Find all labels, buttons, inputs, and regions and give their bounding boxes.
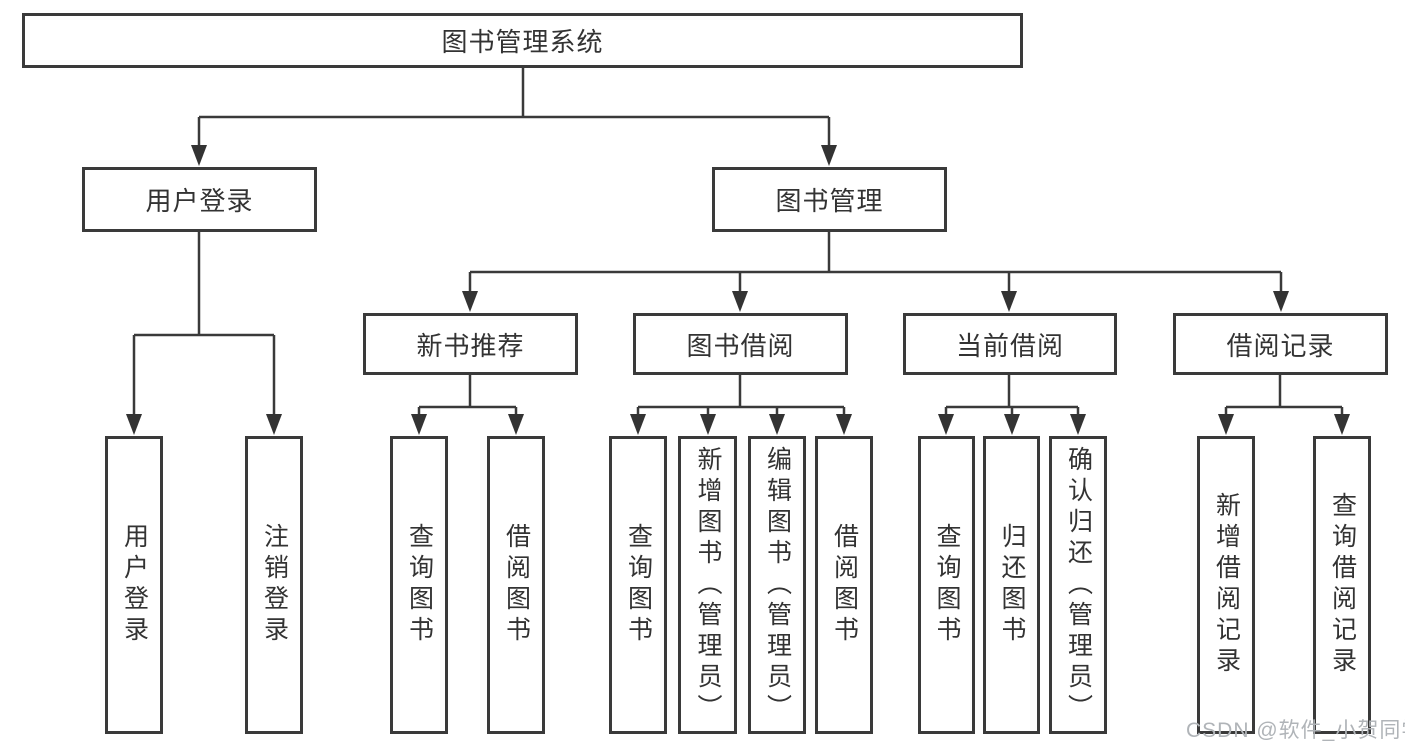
leaf-borrow-books-recommend-label: 借阅图书 [502, 523, 531, 647]
leaf-return-books-label: 归还图书 [998, 523, 1026, 647]
leaf-logout-label: 注销登录 [260, 523, 289, 647]
node-book-borrow-label: 图书借阅 [686, 330, 795, 361]
edge-management-to-level2 [468, 232, 1283, 294]
arrowhead [126, 414, 142, 435]
leaf-query-books-recommend: 查询图书 [390, 436, 448, 734]
arrowhead [191, 145, 207, 166]
leaf-edit-book-admin-label: 编辑图书（管理员） [763, 445, 792, 725]
arrowhead [938, 414, 954, 435]
arrowhead [1004, 414, 1020, 435]
node-root-label: 图书管理系统 [441, 27, 604, 57]
leaf-query-borrow-record-label: 查询借阅记录 [1328, 492, 1357, 678]
leaf-user-login: 用户登录 [105, 436, 163, 734]
leaf-borrow-books-2: 借阅图书 [815, 436, 873, 734]
arrowhead [508, 414, 524, 435]
arrowhead [769, 414, 785, 435]
leaf-query-books-current-label: 查询图书 [933, 523, 961, 647]
arrowhead [732, 291, 748, 312]
node-new-book-recommend-label: 新书推荐 [416, 330, 525, 361]
node-user-login: 用户登录 [82, 167, 317, 232]
node-user-login-label: 用户登录 [145, 186, 254, 216]
node-root: 图书管理系统 [22, 13, 1023, 68]
edge-current-to-leaves [944, 375, 1080, 417]
csdn-watermark: CSDN @软件_小贺同学 [1186, 719, 1405, 742]
node-borrow-records-label: 借阅记录 [1226, 330, 1335, 361]
leaf-edit-book-admin: 编辑图书（管理员） [748, 436, 806, 734]
edge-records-to-leaves [1224, 375, 1344, 417]
arrowhead [836, 414, 852, 435]
leaf-query-borrow-record: 查询借阅记录 [1313, 436, 1371, 734]
leaf-confirm-return-admin: 确认归还（管理员） [1049, 436, 1107, 734]
arrowhead [630, 414, 646, 435]
arrowhead [411, 414, 427, 435]
leaf-add-borrow-record: 新增借阅记录 [1197, 436, 1255, 734]
node-current-borrow-label: 当前借阅 [955, 330, 1064, 361]
leaf-add-book-admin: 新增图书（管理员） [678, 436, 737, 734]
leaf-confirm-return-admin-label: 确认归还（管理员） [1064, 445, 1093, 725]
arrowhead [1218, 414, 1234, 435]
arrowhead [462, 291, 478, 312]
arrowhead [1334, 414, 1350, 435]
edge-borrow-to-leaves [636, 375, 846, 417]
arrowhead [700, 414, 716, 435]
leaf-add-borrow-record-label: 新增借阅记录 [1212, 492, 1241, 678]
arrowhead [1001, 291, 1017, 312]
leaf-query-books-borrow: 查询图书 [609, 436, 667, 734]
node-new-book-recommend: 新书推荐 [363, 313, 578, 375]
node-book-borrow: 图书借阅 [633, 313, 848, 375]
edge-recommend-to-leaves [417, 375, 518, 417]
leaf-borrow-books-recommend: 借阅图书 [487, 436, 545, 734]
node-borrow-records: 借阅记录 [1173, 313, 1388, 375]
arrowhead [266, 414, 282, 435]
leaf-add-book-admin-label: 新增图书（管理员） [694, 445, 722, 725]
leaf-query-books-recommend-label: 查询图书 [405, 523, 434, 647]
arrowhead [1273, 291, 1289, 312]
leaf-return-books: 归还图书 [983, 436, 1040, 734]
node-book-management-label: 图书管理 [775, 186, 884, 216]
leaf-borrow-books-2-label: 借阅图书 [830, 523, 859, 647]
leaf-logout: 注销登录 [245, 436, 303, 734]
edge-root-to-level1 [197, 68, 831, 148]
leaf-user-login-label: 用户登录 [120, 523, 149, 647]
leaf-query-books-borrow-label: 查询图书 [624, 523, 653, 647]
edge-login-to-leaves [132, 232, 276, 417]
node-current-borrow: 当前借阅 [903, 313, 1117, 375]
leaf-query-books-current: 查询图书 [918, 436, 975, 734]
arrowhead [1070, 414, 1086, 435]
node-book-management: 图书管理 [712, 167, 947, 232]
arrowhead [821, 145, 837, 166]
